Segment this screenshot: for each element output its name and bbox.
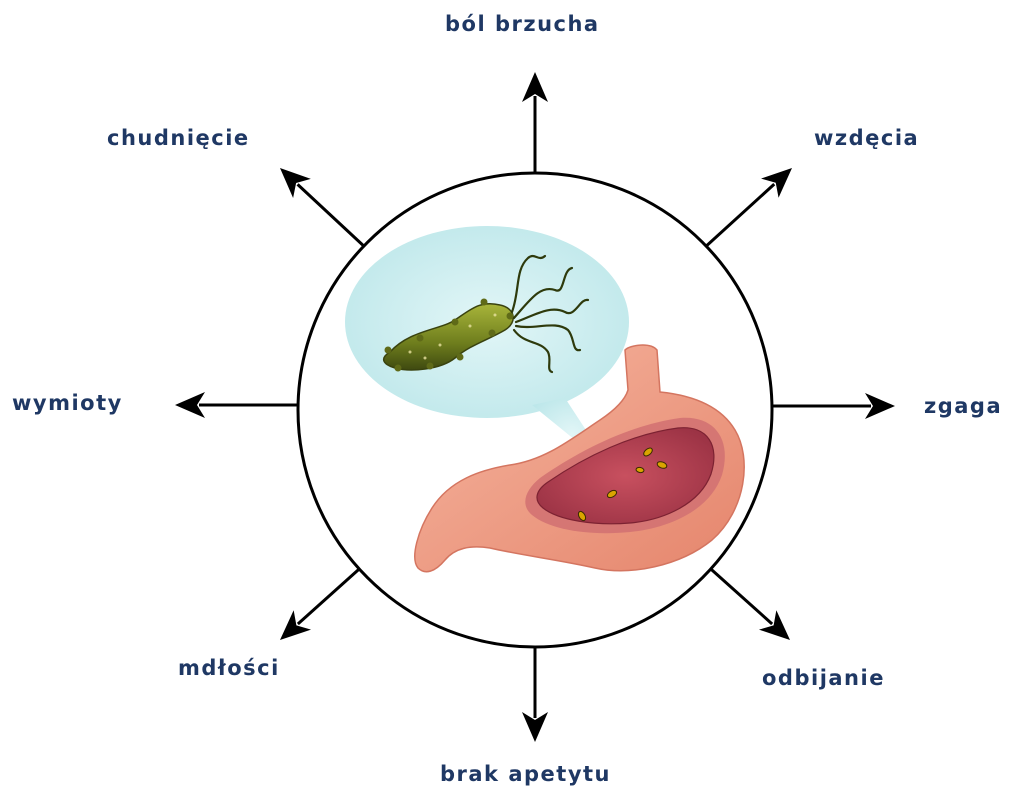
symptom-label-brak-apetytu: brak apetytu	[440, 764, 611, 785]
arrow-shaft	[298, 184, 367, 249]
arrow-zgaga	[772, 393, 895, 419]
arrow-shaft	[298, 562, 367, 624]
arrow-shaft	[703, 184, 774, 249]
arrow-chudniecie	[280, 168, 367, 249]
symptom-label-mdlosci: mdłości	[178, 658, 280, 679]
symptom-label-chudniecie: chudnięcie	[107, 128, 250, 149]
symptom-label-zgaga: zgaga	[924, 396, 1002, 417]
symptom-label-wymioty: wymioty	[12, 393, 123, 414]
arrow-wymioty	[175, 392, 298, 418]
arrow-odbijanie	[703, 562, 790, 640]
arrow-wzdecia	[703, 168, 792, 249]
symptom-label-bol-brzucha: ból brzucha	[445, 14, 600, 35]
arrow-bol-brzucha	[522, 72, 548, 185]
symptom-label-wzdecia: wzdęcia	[814, 128, 919, 149]
arrow-shaft	[703, 562, 772, 624]
symptom-label-odbijanie: odbijanie	[762, 668, 885, 689]
arrow-mdlosci	[280, 562, 367, 640]
